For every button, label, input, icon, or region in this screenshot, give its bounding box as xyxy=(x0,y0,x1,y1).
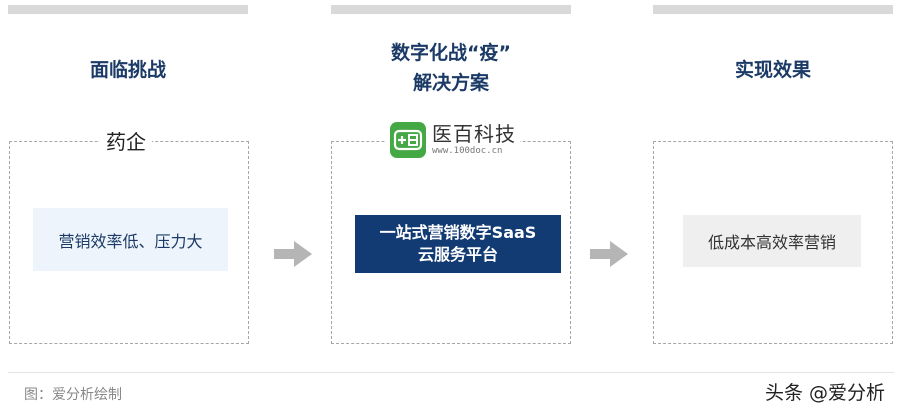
solution-item-line2: 云服务平台 xyxy=(417,245,498,264)
result-item: 低成本高效率营销 xyxy=(683,215,861,267)
company-logo: 医百科技 www.100doc.cn xyxy=(386,122,520,158)
logo-url: www.100doc.cn xyxy=(432,146,503,156)
logo-name: 医百科技 xyxy=(432,122,516,146)
column-title-challenge: 面临挑战 xyxy=(89,59,166,81)
solution-title-line1: 数字化战“疫” xyxy=(391,42,511,64)
top-bar-middle xyxy=(331,5,571,14)
top-bar-left xyxy=(8,5,248,14)
top-bar-right xyxy=(653,5,893,14)
watermark: 头条 @爱分析 xyxy=(764,382,885,404)
column-title-result: 实现效果 xyxy=(734,59,811,81)
pharma-label: 药企 xyxy=(100,129,152,155)
solution-item-line1: 一站式营销数字SaaS xyxy=(379,223,537,242)
logo-mark-icon xyxy=(390,122,426,158)
solution-item: 一站式营销数字SaaS 云服务平台 xyxy=(355,215,561,273)
arrow-right-icon xyxy=(590,241,628,267)
result-box xyxy=(653,141,893,344)
challenge-item: 营销效率低、压力大 xyxy=(33,208,228,271)
column-title-solution: 数字化战“疫” 解决方案 xyxy=(331,38,571,98)
figure-caption: 图：爱分析绘制 xyxy=(24,387,122,403)
logo-glyph xyxy=(393,129,423,151)
footer-divider xyxy=(8,372,894,373)
solution-title-line2: 解决方案 xyxy=(412,72,489,94)
arrow-right-icon xyxy=(274,241,312,267)
